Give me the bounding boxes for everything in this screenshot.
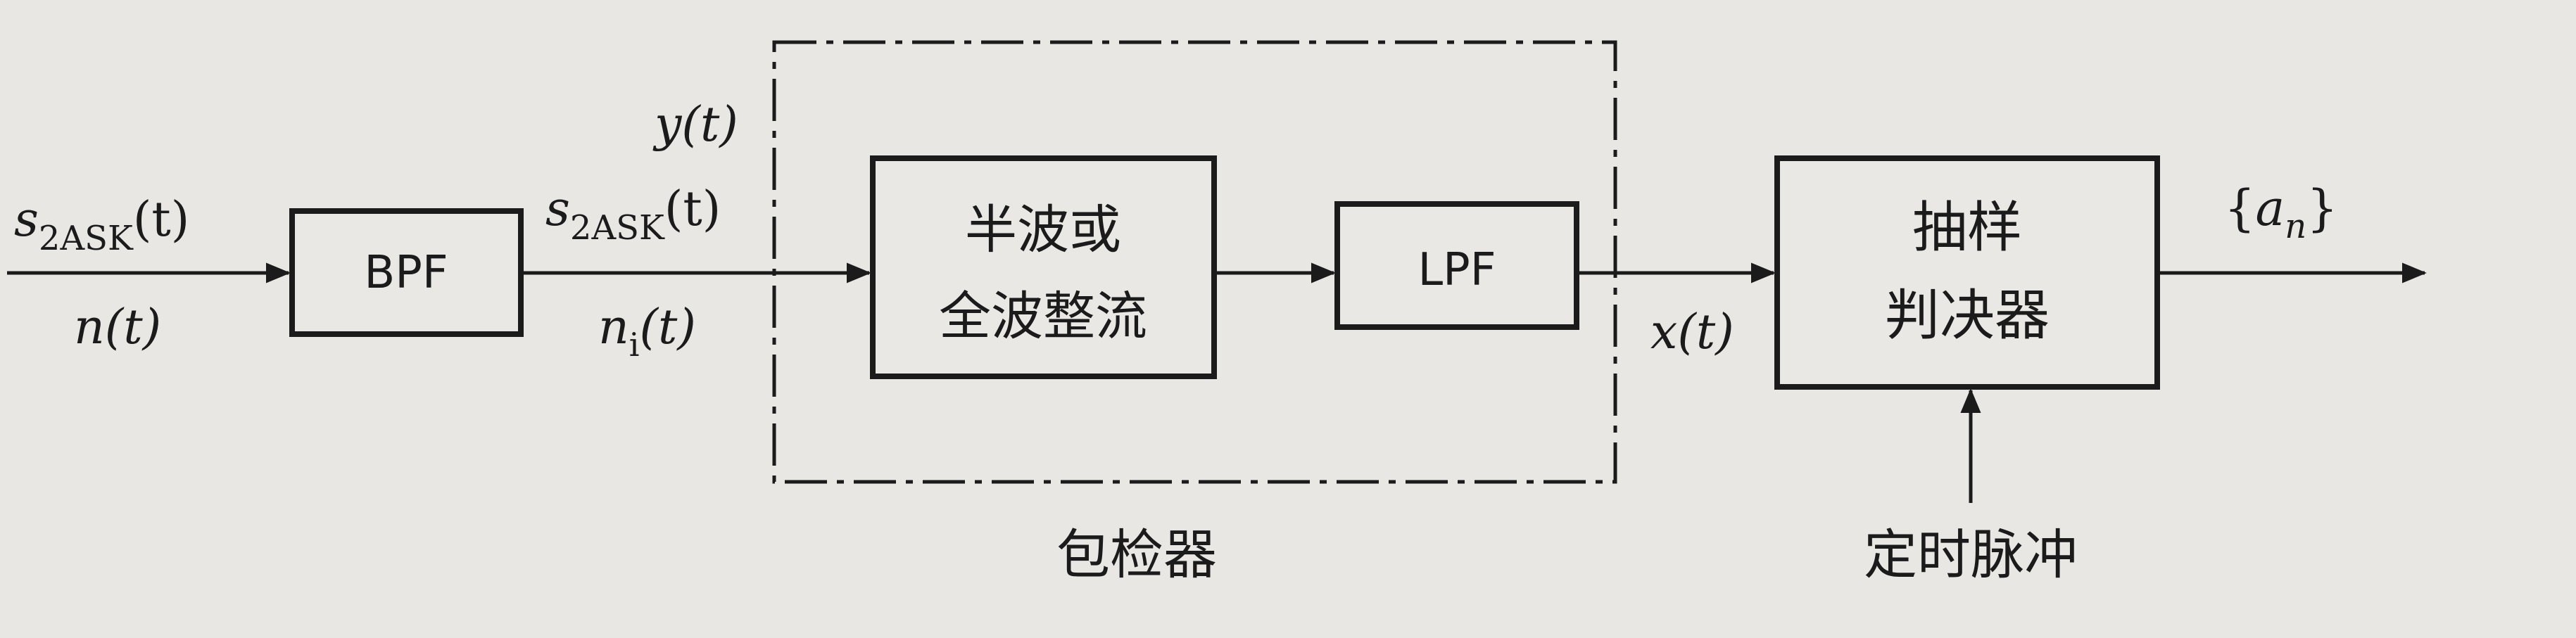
envelope-detector-region [772,40,1617,484]
input-noise-label: n(t) [74,300,161,355]
rectifier-label-line2: 全波整流 [939,286,1147,347]
output-sequence-label: {an} [2224,179,2338,246]
envelope-detector-caption: 包检器 [1056,523,1217,586]
mid-noise-label: ni(t) [598,300,696,364]
x-signal-label: x(t) [1650,305,1734,360]
timing-pulse-caption: 定时脉冲 [1864,523,2078,586]
decision-label-line2: 判决器 [1885,284,2050,347]
rectifier-label-line1: 半波或 [965,200,1121,260]
rectifier-block [870,155,1217,379]
y-signal-label: y(t) [652,97,738,153]
lpf-block [1334,201,1579,330]
decision-label-line1: 抽样 [1912,196,2022,260]
mid-signal-label: s2ASK(t) [545,181,721,248]
input-signal-label: s2ASK(t) [14,192,189,258]
bpf-label: BPF [364,247,448,299]
decision-block [1774,155,2160,390]
bpf-block [289,208,524,337]
lpf-label: LPF [1418,244,1496,296]
